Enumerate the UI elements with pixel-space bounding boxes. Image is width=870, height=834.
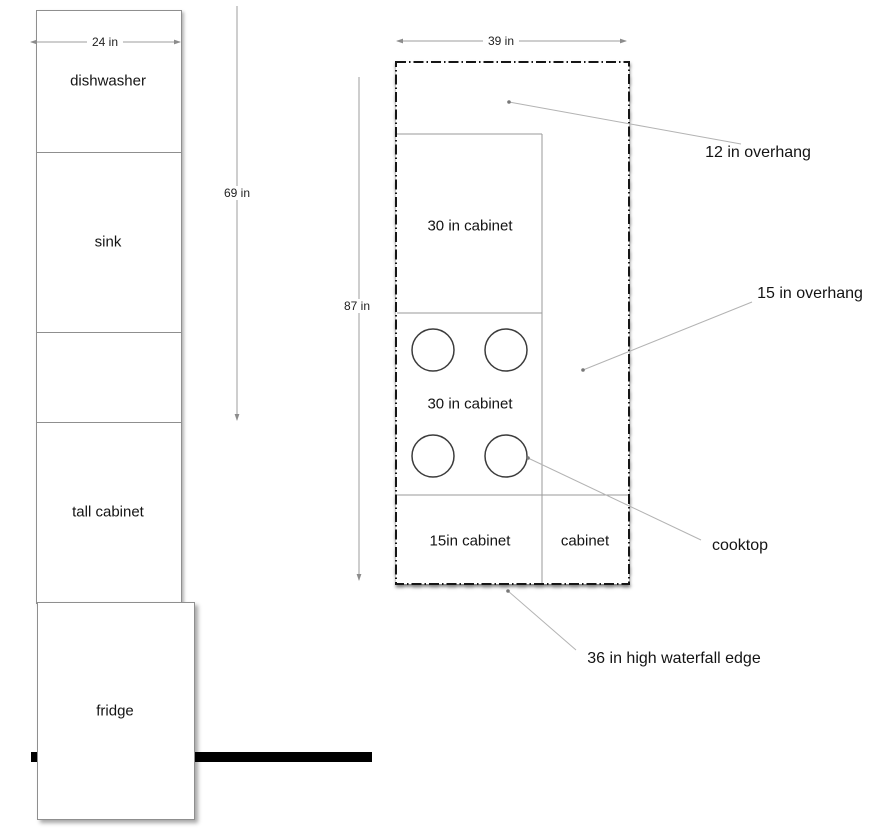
cooktop-burners — [411, 328, 528, 478]
island-cabinet-lines — [397, 133, 628, 583]
divider-sink-empty — [37, 332, 181, 333]
tall-cabinet-label: tall cabinet — [72, 503, 144, 521]
cabinet-30in-top-label: 30 in cabinet — [427, 217, 513, 235]
burner-icon — [411, 328, 455, 372]
dim-39in-label: 39 in — [482, 34, 520, 48]
annotation-15in-overhang: 15 in overhang — [757, 285, 863, 302]
dim-24in-label: 24 in — [86, 35, 124, 49]
dishwasher-label: dishwasher — [70, 72, 146, 90]
leader-dots — [506, 100, 585, 593]
burner-icon — [411, 434, 455, 478]
leader-15in-overhang — [582, 301, 753, 371]
annotation-cooktop: cooktop — [711, 537, 769, 554]
leader-waterfall — [507, 590, 577, 651]
sink-label: sink — [94, 233, 122, 251]
annotation-12in-overhang: 12 in overhang — [705, 144, 811, 161]
dimension-arrowheads — [30, 38, 627, 581]
divider-dishwasher-sink — [37, 152, 181, 153]
burner-icon — [484, 434, 528, 478]
cabinet-label: cabinet — [560, 532, 610, 550]
dim-87in-label: 87 in — [338, 299, 376, 313]
cabinet-30in-middle-label: 30 in cabinet — [427, 395, 513, 413]
divider-empty-tallcabinet — [37, 422, 181, 423]
cabinet-15in-label: 15in cabinet — [429, 532, 511, 550]
dim-69in-label: 69 in — [218, 186, 256, 200]
burner-icon — [484, 328, 528, 372]
island-countertop-outline — [395, 61, 630, 585]
fridge-label: fridge — [96, 702, 134, 720]
leader-lines — [507, 101, 753, 651]
leader-12in-overhang — [508, 101, 742, 145]
annotation-waterfall-edge: 36 in high waterfall edge — [587, 650, 761, 667]
wall-run-box — [36, 10, 182, 604]
fridge-box — [37, 602, 195, 820]
leader-cooktop — [527, 457, 702, 541]
